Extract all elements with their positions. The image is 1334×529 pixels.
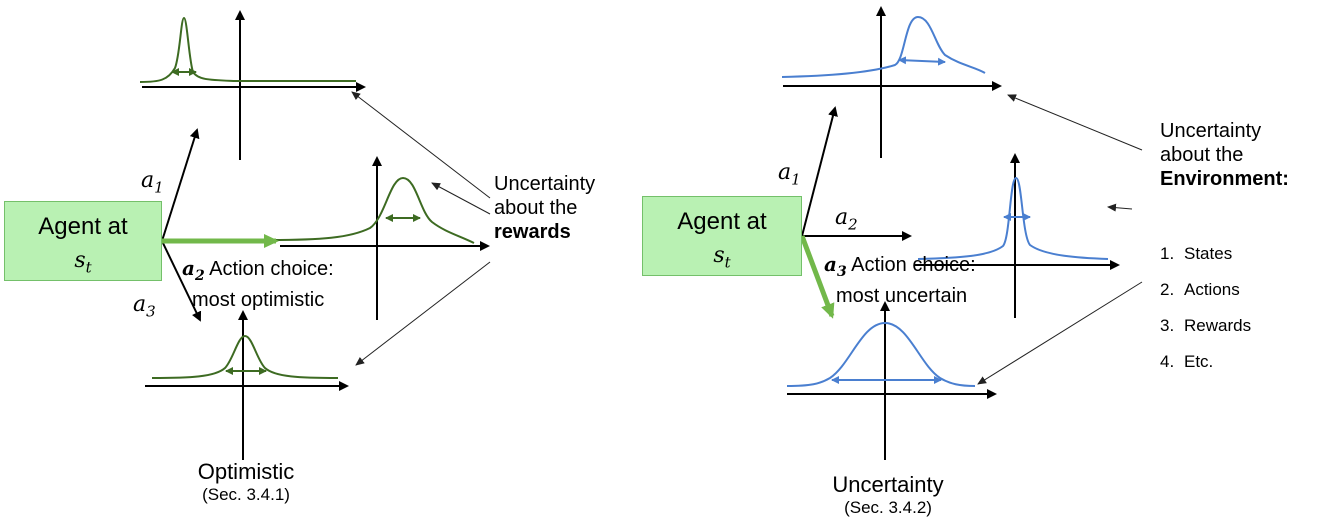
list-item: 1.States [1160, 244, 1233, 263]
left-action-label-a1: a1 [141, 168, 164, 197]
right-plot-a2-curve [917, 176, 1109, 260]
left-chosen-action: a2 [182, 256, 205, 284]
right-panel-graphics [781, 6, 1143, 460]
left-note-pointer-mid [431, 182, 491, 215]
right-agent-box: Agent at st [642, 196, 802, 276]
left-plot-a1 [139, 10, 366, 160]
right-choice-line1: Action choice: [851, 254, 976, 276]
list-item: 3.Rewards [1160, 316, 1252, 335]
right-note-pointer-top [1007, 94, 1143, 151]
right-plot-a1 [781, 6, 1002, 158]
right-note: Uncertainty about the Environment: [1160, 119, 1289, 191]
right-note-line3: Environment: [1160, 168, 1289, 190]
left-note-line3: rewards [494, 221, 571, 243]
list-item: 4.Etc. [1160, 352, 1214, 371]
list-item: 2.Actions [1160, 280, 1240, 299]
right-note-list: 1.States 2.Actions 3.Rewards 4.Etc. [1160, 236, 1251, 380]
left-plot-a3-curve [151, 334, 339, 379]
left-plot-a3 [145, 310, 349, 460]
right-action-choice: a3 Action choice: most uncertain [824, 252, 976, 308]
left-caption: Optimistic (Sec. 3.4.1) [180, 459, 312, 505]
left-caption-title: Optimistic [197, 459, 295, 484]
left-choice-line2: most optimistic [192, 289, 325, 311]
left-plot-a2 [269, 156, 490, 320]
right-plot-a3-curve [786, 321, 976, 387]
right-agent-state: st [713, 243, 731, 272]
right-choice-line2: most uncertain [836, 285, 968, 307]
left-note-pointer-top [351, 91, 491, 199]
left-note-line1: Uncertainty [494, 173, 596, 195]
left-agent-title: Agent at [38, 213, 128, 240]
left-plot-a1-curve [139, 16, 356, 83]
left-choice-line1: Action choice: [209, 258, 334, 280]
left-agent-state: st [74, 248, 92, 277]
left-plot-a2-curve [269, 176, 475, 244]
left-action-choice: a2 Action choice: most optimistic [182, 256, 334, 312]
left-note-line2: about the [494, 197, 578, 219]
left-action-arrow-a3 [161, 240, 202, 322]
right-plot-a2 [915, 153, 1120, 318]
right-caption-section: (Sec. 3.4.2) [844, 498, 932, 517]
right-note-pointer-mid [1107, 203, 1133, 212]
right-caption: Uncertainty (Sec. 3.4.2) [818, 472, 958, 518]
left-note: Uncertainty about the rewards [494, 172, 595, 244]
left-agent-box: Agent at st [4, 201, 162, 281]
right-plot-a3 [786, 301, 997, 460]
left-action-label-a3: a3 [133, 292, 156, 321]
left-caption-section: (Sec. 3.4.1) [202, 485, 290, 504]
right-action-arrow-a3-chosen [799, 235, 835, 319]
right-note-pointer-bottom [977, 281, 1143, 385]
right-chosen-action: a3 [824, 252, 847, 280]
right-plot-a1-spread-arrow [898, 56, 946, 66]
left-panel-graphics [139, 10, 491, 460]
right-action-arrow-a1 [801, 106, 838, 237]
left-note-pointer-bottom [355, 261, 491, 366]
right-action-label-a2: a2 [835, 205, 858, 234]
right-note-line2: about the [1160, 144, 1244, 166]
left-action-arrow-a1 [161, 128, 200, 242]
right-plot-a1-curve [781, 15, 986, 78]
right-caption-title: Uncertainty [832, 472, 944, 497]
right-action-label-a1: a1 [778, 160, 801, 189]
right-note-line1: Uncertainty [1160, 120, 1262, 142]
right-agent-title: Agent at [677, 208, 767, 235]
